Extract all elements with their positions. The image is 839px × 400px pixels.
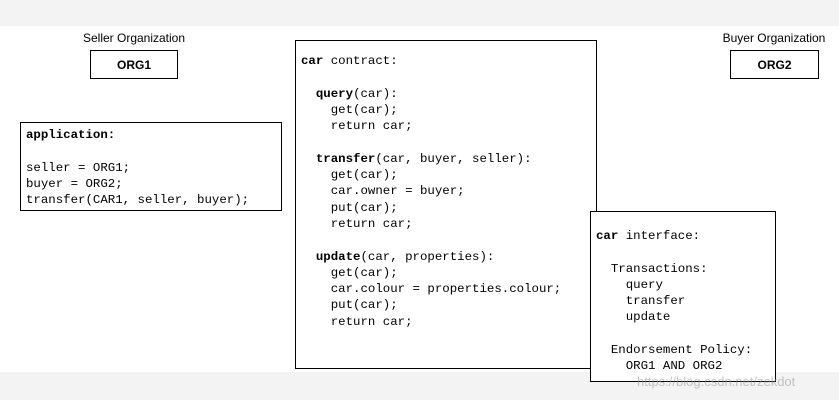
code-line: query(car): [301, 86, 596, 102]
seller-org-box: ORG1 [90, 50, 178, 79]
code-text: query [596, 277, 663, 292]
code-line: put(car); [301, 200, 596, 216]
code-line: buyer = ORG2; [26, 176, 281, 192]
code-line: car.colour = properties.colour; [301, 281, 596, 297]
code-line: car.owner = buyer; [301, 183, 596, 199]
code-keyword: update [315, 249, 361, 264]
code-text: return car; [301, 216, 413, 231]
code-line: application: [26, 127, 281, 143]
code-text: get(car); [301, 168, 398, 183]
code-text: return car; [301, 119, 413, 134]
code-text [596, 245, 603, 259]
code-keyword: car [596, 229, 619, 243]
code-line [301, 134, 596, 150]
code-line: car interface: [596, 228, 775, 244]
code-text: transfer [596, 294, 686, 309]
code-line: transfer(CAR1, seller, buyer); [26, 192, 281, 208]
buyer-organization-label: Buyer Organization [722, 31, 826, 45]
code-text [301, 152, 316, 166]
code-text: interface: [618, 229, 701, 243]
code-line [301, 69, 596, 85]
code-line: ORG1 AND ORG2 [596, 358, 775, 374]
code-text [301, 233, 308, 247]
code-text [301, 250, 316, 264]
code-text: Transactions: [596, 261, 708, 276]
code-text: (car): [353, 86, 398, 101]
car-contract-code-box: car contract: query(car): get(car); retu… [295, 40, 597, 369]
seller-org-name: ORG1 [116, 57, 151, 72]
code-line: get(car); [301, 102, 596, 118]
code-line: query [596, 277, 775, 293]
code-line: update(car, properties): [301, 249, 596, 265]
buyer-org-name: ORG2 [757, 57, 792, 72]
car-interface-code-box: car interface: Transactions: query trans… [590, 211, 776, 382]
watermark: https://blog.csdn.net/zekdot [637, 374, 796, 389]
code-line: get(car); [301, 167, 596, 183]
code-text: car.colour = properties.colour; [301, 282, 562, 297]
code-line [596, 244, 775, 260]
code-line: seller = ORG1; [26, 160, 281, 176]
code-line: return car; [301, 216, 596, 232]
code-line: Endorsement Policy: [596, 342, 775, 358]
code-line [26, 143, 281, 159]
code-text [26, 144, 33, 158]
code-keyword: transfer [315, 151, 376, 166]
code-line: Transactions: [596, 261, 775, 277]
buyer-org-box: ORG2 [730, 50, 819, 79]
code-text: buyer = ORG2; [26, 176, 123, 191]
code-line: return car; [301, 118, 596, 134]
code-text: get(car); [301, 102, 398, 117]
code-text [301, 70, 308, 84]
code-keyword: : [107, 128, 116, 142]
code-text: put(car); [301, 200, 398, 215]
code-text: (car, buyer, seller): [375, 151, 532, 166]
code-line: transfer(car, buyer, seller): [301, 151, 596, 167]
code-text: ORG1 AND ORG2 [596, 359, 723, 374]
code-line: put(car); [301, 297, 596, 313]
code-text: get(car); [301, 265, 398, 280]
code-line: return car; [301, 314, 596, 330]
code-text: (car, properties): [360, 249, 495, 264]
code-line [596, 326, 775, 342]
code-text [301, 135, 308, 149]
code-text: contract: [323, 54, 398, 68]
code-line: update [596, 309, 775, 325]
code-text: return car; [301, 314, 413, 329]
code-text: update [596, 310, 671, 325]
code-keyword: application [26, 128, 108, 142]
code-line: car contract: [301, 53, 596, 69]
code-line [301, 232, 596, 248]
code-text: car.owner = buyer; [301, 184, 465, 199]
code-keyword: car [301, 54, 324, 68]
code-text: seller = ORG1; [26, 160, 131, 175]
code-line: get(car); [301, 265, 596, 281]
code-keyword: query [315, 86, 354, 101]
code-text: Endorsement Policy: [596, 343, 753, 358]
code-line: transfer [596, 293, 775, 309]
code-text: put(car); [301, 298, 398, 313]
code-text [596, 327, 603, 341]
top-band [0, 0, 839, 26]
code-text [301, 87, 316, 101]
application-code-box: application: seller = ORG1;buyer = ORG2;… [20, 122, 282, 211]
seller-organization-label: Seller Organization [82, 31, 186, 45]
code-text: transfer(CAR1, seller, buyer); [26, 193, 250, 208]
